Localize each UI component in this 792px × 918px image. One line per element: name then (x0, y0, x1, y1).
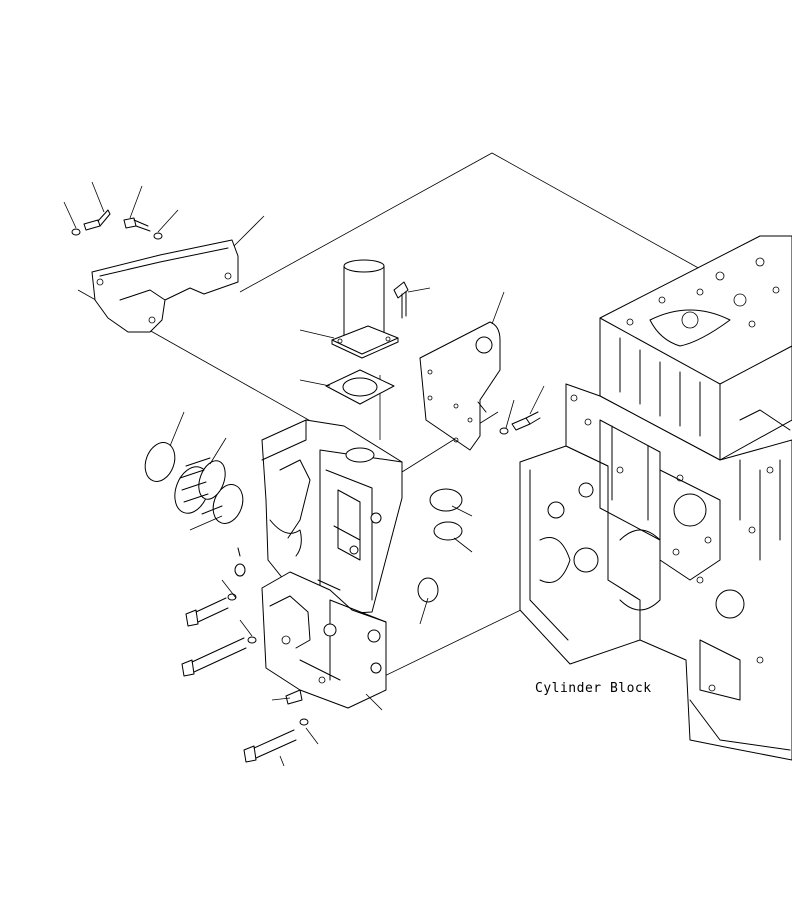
leaders-top-left (63, 181, 265, 247)
bracket (91, 239, 239, 333)
leaders-cover (491, 291, 545, 429)
pump-housing (261, 419, 403, 615)
cylinder-block (519, 235, 792, 761)
gasket (325, 369, 395, 405)
bolt-set-top (71, 209, 163, 240)
bolt-cover (499, 411, 541, 435)
leaders-lower (221, 579, 383, 767)
outlet-pipe (331, 259, 399, 359)
leaders-pipe (299, 287, 431, 387)
leaders-right (419, 505, 473, 625)
o-rings-left (144, 442, 244, 524)
o-rings-right (417, 488, 463, 603)
cover-plate (419, 321, 501, 451)
bolt-pipe (393, 281, 409, 319)
leaders-left (169, 411, 227, 531)
bolt-set-lower (181, 547, 309, 763)
cylinder-block-label: Cylinder Block (535, 681, 652, 696)
pump-lower-body (261, 571, 387, 709)
impeller (174, 457, 226, 515)
